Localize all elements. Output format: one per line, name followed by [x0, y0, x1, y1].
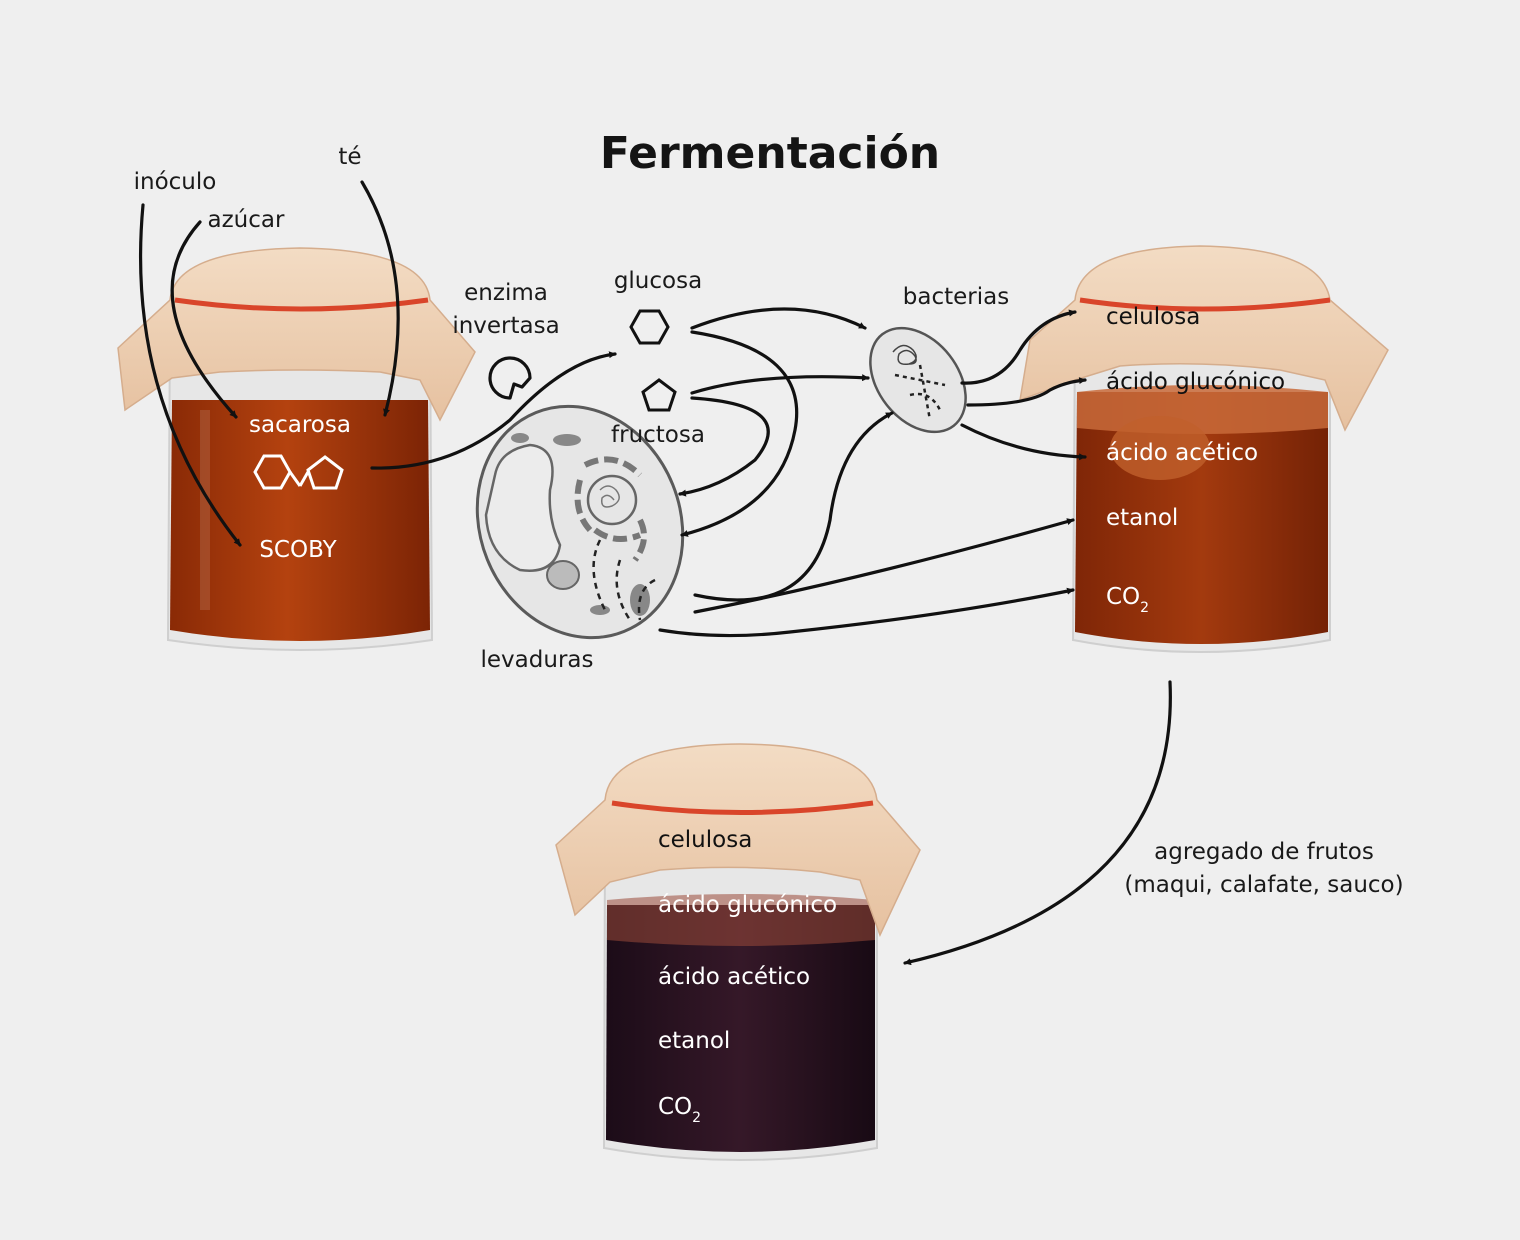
jar-fruit-scoby	[607, 894, 875, 946]
fructose-pentagon-icon	[641, 378, 677, 412]
bacterium-membrane	[869, 326, 967, 434]
label-inoculo: inóculo	[134, 169, 217, 195]
yeast-vacuole	[484, 443, 562, 572]
jar2-label-acetico: ácido acético	[1106, 440, 1258, 466]
label-fruit-step: agregado de frutos	[1154, 839, 1374, 865]
jar-kombucha-band	[1079, 297, 1331, 312]
jar3-label-etanol: etanol	[658, 1028, 730, 1054]
jar3-co: CO	[658, 1094, 692, 1120]
bacterium	[869, 326, 967, 434]
label-fructosa: fructosa	[611, 422, 705, 448]
yeast-dashed-path	[592, 539, 656, 621]
label-invertasa: invertasa	[452, 313, 559, 339]
arrow-sacarosa-glucosa	[370, 351, 617, 470]
label-fruit-list: (maqui, calafate, sauco)	[1124, 872, 1403, 898]
jar-fruit-liquid	[606, 905, 875, 1152]
jar-tea-cloth	[117, 247, 476, 422]
jar-fruit-band	[611, 800, 874, 815]
yeast-cell-membrane	[475, 404, 685, 640]
bacterium-dna	[892, 344, 917, 366]
arrows	[138, 180, 1172, 966]
jar3-co-subscript: 2	[692, 1110, 701, 1126]
jar3-label-acetico: ácido acético	[658, 964, 810, 990]
jar2-label-gluconico: ácido glucónico	[1106, 369, 1285, 395]
jar-tea	[117, 247, 476, 651]
jar3-label-co2: CO2	[658, 1094, 701, 1126]
jar2-co: CO	[1106, 584, 1140, 610]
label-azucar: azúcar	[208, 207, 285, 233]
label-sacarosa: sacarosa	[249, 412, 351, 438]
yeast-nucleus	[586, 474, 638, 526]
jar-tea-band	[174, 297, 429, 312]
jar-fruit	[555, 743, 921, 1161]
arrow-bacterias-celulosa	[960, 309, 1077, 385]
yeast-er	[574, 456, 647, 562]
arrow-levaduras-co2	[658, 587, 1075, 638]
label-enzima: enzima	[464, 280, 548, 306]
jar-kombucha	[1019, 245, 1389, 653]
label-glucosa: glucosa	[614, 268, 702, 294]
arrow-fructosa-levaduras	[678, 396, 770, 497]
glucose-hexagon-icon	[629, 309, 670, 345]
yeast-organelle	[553, 434, 581, 446]
yeast-organelle	[590, 605, 610, 615]
invertase-enzyme-icon	[488, 356, 532, 400]
arrow-bacterias-acetico	[960, 423, 1087, 461]
jar-fruit-cloth	[555, 743, 921, 937]
jar-tea-reflection	[200, 410, 210, 610]
arrow-te-sacarosa	[360, 180, 400, 417]
yeast-cell	[475, 404, 685, 640]
arrow-glucosa-levaduras	[680, 330, 799, 537]
bacterium-plasmid	[894, 364, 946, 421]
jar2-label-etanol: etanol	[1106, 505, 1178, 531]
jar-kombucha-cloth	[1019, 245, 1389, 432]
yeast-mitochondrion	[546, 560, 580, 590]
arrow-bacterias-gluconico	[966, 377, 1087, 407]
arrow-levaduras-etanol	[693, 518, 1075, 614]
yeast-nucleus-chromatin	[599, 485, 620, 508]
arrow-fructosa-bacterias	[690, 374, 870, 395]
diagram-title: Fermentación	[600, 128, 940, 179]
jar-kombucha-scoby-piece	[1110, 416, 1210, 480]
jar3-label-gluconico: ácido glucónico	[658, 892, 837, 918]
arrow-kombucha-fruit	[903, 680, 1172, 966]
jar2-co-subscript: 2	[1140, 600, 1149, 616]
label-bacterias: bacterias	[903, 284, 1009, 310]
label-scoby: SCOBY	[259, 537, 337, 563]
jar2-label-co2: CO2	[1106, 584, 1149, 616]
arrow-azucar-sacarosa	[170, 220, 238, 419]
arrow-inoculo-scoby	[138, 203, 242, 547]
jar2-label-celulosa: celulosa	[1106, 304, 1200, 330]
sucrose-molecule-icon	[253, 454, 344, 490]
label-levaduras: levaduras	[481, 647, 594, 673]
arrow-glucosa-bacterias	[690, 307, 867, 330]
yeast-organelle	[511, 433, 529, 443]
label-te: té	[338, 144, 361, 170]
jar3-label-celulosa: celulosa	[658, 827, 752, 853]
jar-tea-liquid	[170, 400, 430, 641]
